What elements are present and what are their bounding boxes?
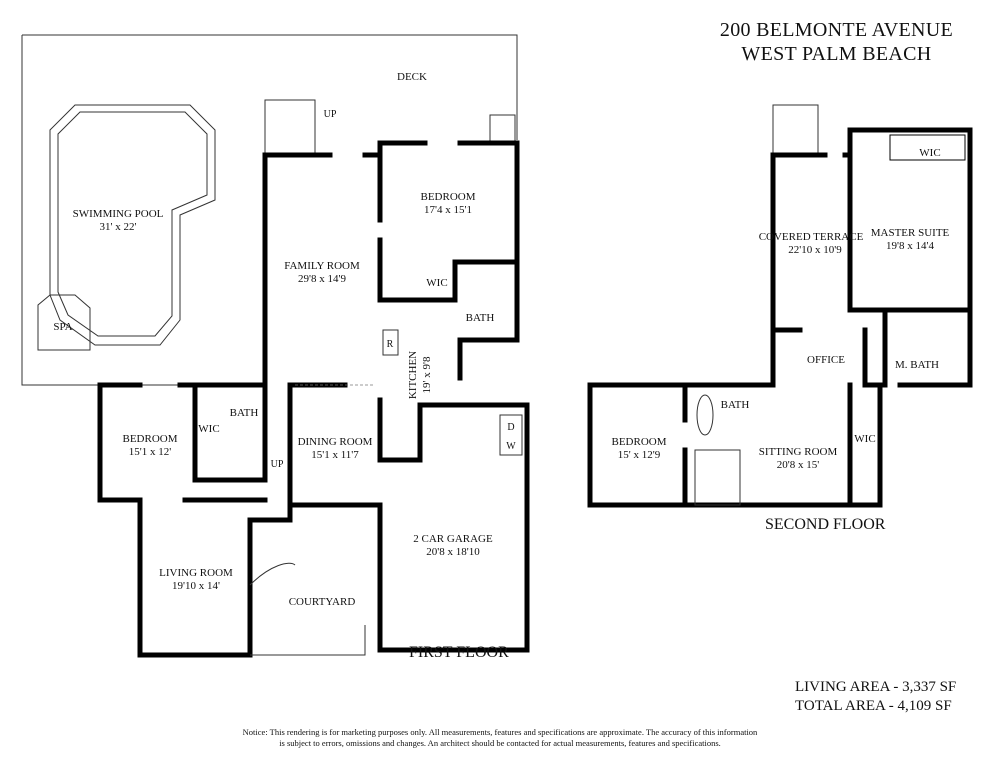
up-label: UP — [271, 459, 284, 470]
room-name: COVERED TERRACE — [759, 231, 864, 243]
room-name: BATH — [721, 399, 750, 411]
room-dims: 31' x 22' — [100, 221, 137, 233]
pool-outline — [49, 104, 216, 346]
room-name: BEDROOM — [122, 433, 177, 445]
interior-stairs — [694, 449, 741, 506]
room-dims: 29'8 x 14'9 — [298, 273, 346, 285]
courtyard-steps — [249, 562, 296, 586]
room-name: SPA — [53, 321, 72, 333]
living-area: LIVING AREA - 3,337 SF — [795, 679, 957, 695]
second-floor-label: SECOND FLOOR — [765, 516, 886, 533]
room-name: DECK — [397, 71, 427, 83]
pool-inner — [57, 111, 208, 337]
deck-stairs — [264, 99, 316, 156]
room-name: M. BATH — [895, 359, 939, 371]
room-name: WIC — [198, 423, 219, 435]
room-dims: 20'8 x 18'10 — [426, 546, 480, 558]
room-name: OFFICE — [807, 354, 845, 366]
total-area: TOTAL AREA - 4,109 SF — [795, 698, 952, 714]
room-name: BEDROOM — [420, 191, 475, 203]
room-name: WIC — [919, 147, 940, 159]
room-dims: 19'8 x 14'4 — [886, 240, 934, 252]
deck-stairs-right — [489, 114, 516, 144]
room-name: SWIMMING POOL — [73, 208, 164, 220]
room-dims: 19'10 x 14' — [172, 580, 220, 592]
room-name: 2 CAR GARAGE — [413, 533, 493, 545]
disclaimer-notice: Notice: This rendering is for marketing … — [200, 727, 800, 749]
room-dims: 15' x 12'9 — [618, 449, 661, 461]
notice-line: Notice: This rendering is for marketing … — [242, 727, 758, 737]
address-line: 200 BELMONTE AVENUE — [719, 19, 953, 41]
first-floor-label: FIRST FLOOR — [409, 644, 509, 661]
property-address: 200 BELMONTE AVENUE WEST PALM BEACH — [720, 18, 953, 66]
room-name: WIC — [426, 277, 447, 289]
up-label: UP — [324, 109, 337, 120]
room-dims: 17'4 x 15'1 — [424, 204, 472, 216]
city-line: WEST PALM BEACH — [741, 43, 932, 65]
room-name: BATH — [230, 407, 259, 419]
spa-outline — [37, 294, 91, 351]
room-name: DINING ROOM — [298, 436, 373, 448]
first-floor-plan: D W R UP UP DECK SWIMMING POOL 31' x 22'… — [21, 34, 530, 658]
room-name: BEDROOM — [611, 436, 666, 448]
fridge-label: R — [387, 339, 394, 350]
room-dims: 15'1 x 12' — [129, 446, 171, 458]
room-name: WIC — [854, 433, 875, 445]
room-name: KITCHEN — [407, 351, 419, 399]
room-name: SITTING ROOM — [759, 446, 838, 458]
room-dims: 22'10 x 10'9 — [788, 244, 842, 256]
room-name: COURTYARD — [289, 596, 356, 608]
room-dims: 15'1 x 11'7 — [311, 449, 359, 461]
courtyard-wall — [250, 625, 366, 656]
terrace-stairs — [772, 104, 819, 156]
second-floor-plan: WIC COVERED TERRACE 22'10 x 10'9 MASTER … — [587, 104, 973, 508]
washer-label: W — [506, 441, 516, 452]
room-name: LIVING ROOM — [159, 567, 233, 579]
area-summary: LIVING AREA - 3,337 SF TOTAL AREA - 4,10… — [795, 678, 956, 716]
room-name: FAMILY ROOM — [284, 260, 360, 272]
room-name: BATH — [466, 312, 495, 324]
room-name: MASTER SUITE — [871, 227, 950, 239]
dryer-label: D — [507, 422, 514, 433]
notice-line: is subject to errors, omissions and chan… — [279, 738, 721, 748]
deck-outline — [21, 34, 518, 386]
room-dims: 19' x 9'8 — [421, 356, 433, 393]
room-dims: 20'8 x 15' — [777, 459, 819, 471]
